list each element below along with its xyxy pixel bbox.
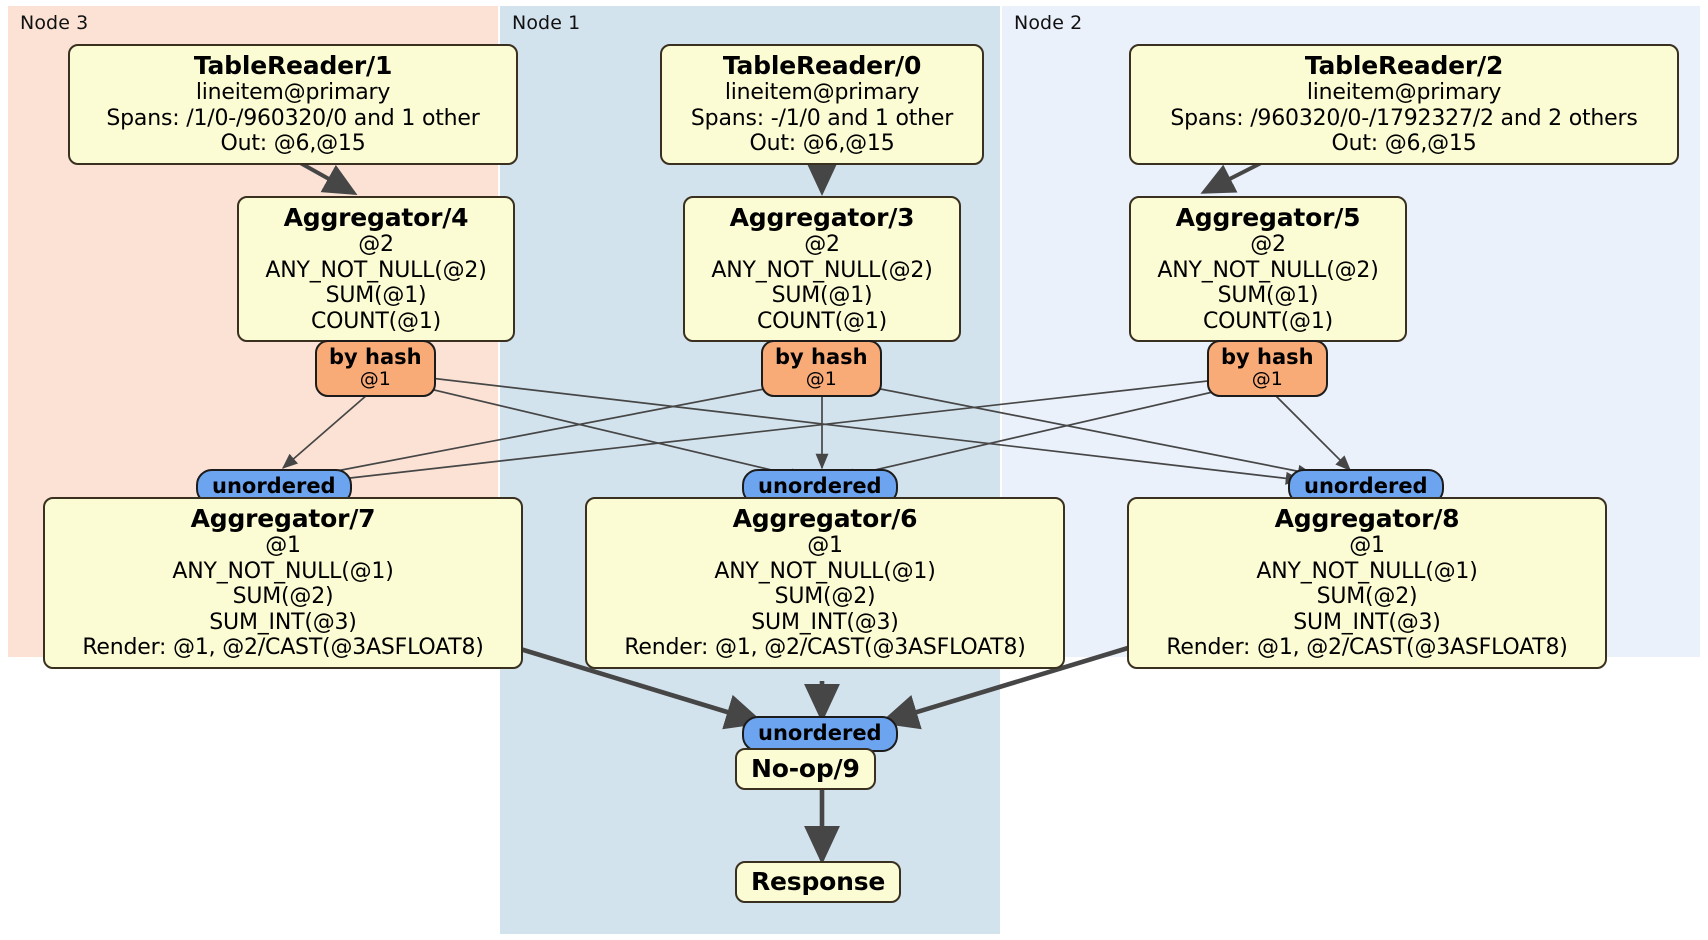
node-label-node2: Node 2 [1014,12,1083,34]
processor-tablereader-2[interactable]: TableReader/2 lineitem@primary Spans: /9… [1129,44,1679,165]
synchronizer-unordered-final[interactable]: unordered [742,716,898,753]
processor-line: ANY_NOT_NULL(@1) [172,558,394,584]
processor-title: TableReader/2 [1304,51,1504,80]
processor-line: COUNT(@1) [310,308,442,334]
processor-title: TableReader/1 [193,51,393,80]
processor-title: Aggregator/4 [283,203,469,232]
processor-aggregator-6[interactable]: Aggregator/6 @1 ANY_NOT_NULL(@1) SUM(@2)… [585,497,1065,669]
processor-line: SUM(@1) [1217,283,1319,309]
router-title: by hash [329,345,422,369]
processor-line: ANY_NOT_NULL(@2) [265,257,487,283]
processor-line: Out: @6,@15 [1331,131,1477,157]
processor-tablereader-0[interactable]: TableReader/0 lineitem@primary Spans: -/… [660,44,984,165]
processor-line: @2 [1250,232,1286,257]
processor-line: Render: @1, @2/CAST(@3ASFLOAT8) [1166,635,1568,661]
router-by-hash-right[interactable]: by hash @1 [1207,340,1328,397]
processor-line: Out: @6,@15 [220,131,366,157]
router-title: by hash [775,345,868,369]
processor-line: SUM(@2) [1316,584,1418,610]
processor-line: ANY_NOT_NULL(@1) [1256,558,1478,584]
processor-line: COUNT(@1) [1202,308,1334,334]
processor-line: Render: @1, @2/CAST(@3ASFLOAT8) [624,635,1026,661]
node-label-node1: Node 1 [512,12,581,34]
processor-line: @2 [358,232,394,257]
router-subtitle: @1 [805,368,837,391]
processor-title: TableReader/0 [722,51,922,80]
processor-title: Response [751,867,886,896]
router-title: by hash [1221,345,1314,369]
processor-line: SUM(@2) [774,584,876,610]
processor-line: Out: @6,@15 [749,131,895,157]
processor-line: SUM_INT(@3) [1293,609,1441,635]
processor-line: @1 [1349,533,1385,558]
processor-line: Spans: /1/0-/960320/0 and 1 other [106,105,480,131]
synchronizer-title: unordered [212,474,336,498]
processor-line: ANY_NOT_NULL(@1) [714,558,936,584]
synchronizer-title: unordered [758,474,882,498]
router-by-hash-left[interactable]: by hash @1 [315,340,436,397]
synchronizer-title: unordered [758,721,882,745]
processor-line: ANY_NOT_NULL(@2) [1157,257,1379,283]
processor-title: Aggregator/3 [729,203,915,232]
processor-line: @1 [265,533,301,558]
processor-no-op-9[interactable]: No-op/9 [735,748,876,790]
processor-title: Aggregator/8 [1274,504,1460,533]
synchronizer-title: unordered [1304,474,1428,498]
processor-line: SUM(@1) [771,283,873,309]
processor-line: Render: @1, @2/CAST(@3ASFLOAT8) [82,635,484,661]
node-label-node3: Node 3 [20,12,89,34]
processor-line: SUM_INT(@3) [751,609,899,635]
processor-line: SUM_INT(@3) [209,609,357,635]
processor-response[interactable]: Response [735,861,902,903]
processor-line: @2 [804,232,840,257]
processor-line: Spans: /960320/0-/1792327/2 and 2 others [1170,105,1638,131]
router-by-hash-middle[interactable]: by hash @1 [761,340,882,397]
processor-line: lineitem@primary [1306,80,1502,105]
router-subtitle: @1 [359,368,391,391]
processor-tablereader-1[interactable]: TableReader/1 lineitem@primary Spans: /1… [68,44,518,165]
processor-line: Spans: -/1/0 and 1 other [690,105,954,131]
processor-aggregator-4[interactable]: Aggregator/4 @2 ANY_NOT_NULL(@2) SUM(@1)… [237,196,515,343]
processor-line: ANY_NOT_NULL(@2) [711,257,933,283]
processor-aggregator-5[interactable]: Aggregator/5 @2 ANY_NOT_NULL(@2) SUM(@1)… [1129,196,1407,343]
processor-aggregator-3[interactable]: Aggregator/3 @2 ANY_NOT_NULL(@2) SUM(@1)… [683,196,961,343]
processor-title: Aggregator/5 [1175,203,1361,232]
processor-aggregator-8[interactable]: Aggregator/8 @1 ANY_NOT_NULL(@1) SUM(@2)… [1127,497,1607,669]
processor-title: Aggregator/7 [190,504,376,533]
processor-line: lineitem@primary [724,80,920,105]
processor-line: SUM(@2) [232,584,334,610]
processor-aggregator-7[interactable]: Aggregator/7 @1 ANY_NOT_NULL(@1) SUM(@2)… [43,497,523,669]
processor-title: Aggregator/6 [732,504,918,533]
router-subtitle: @1 [1251,368,1283,391]
processor-line: COUNT(@1) [756,308,888,334]
processor-line: lineitem@primary [195,80,391,105]
processor-line: SUM(@1) [325,283,427,309]
processor-line: @1 [807,533,843,558]
processor-title: No-op/9 [751,754,860,783]
